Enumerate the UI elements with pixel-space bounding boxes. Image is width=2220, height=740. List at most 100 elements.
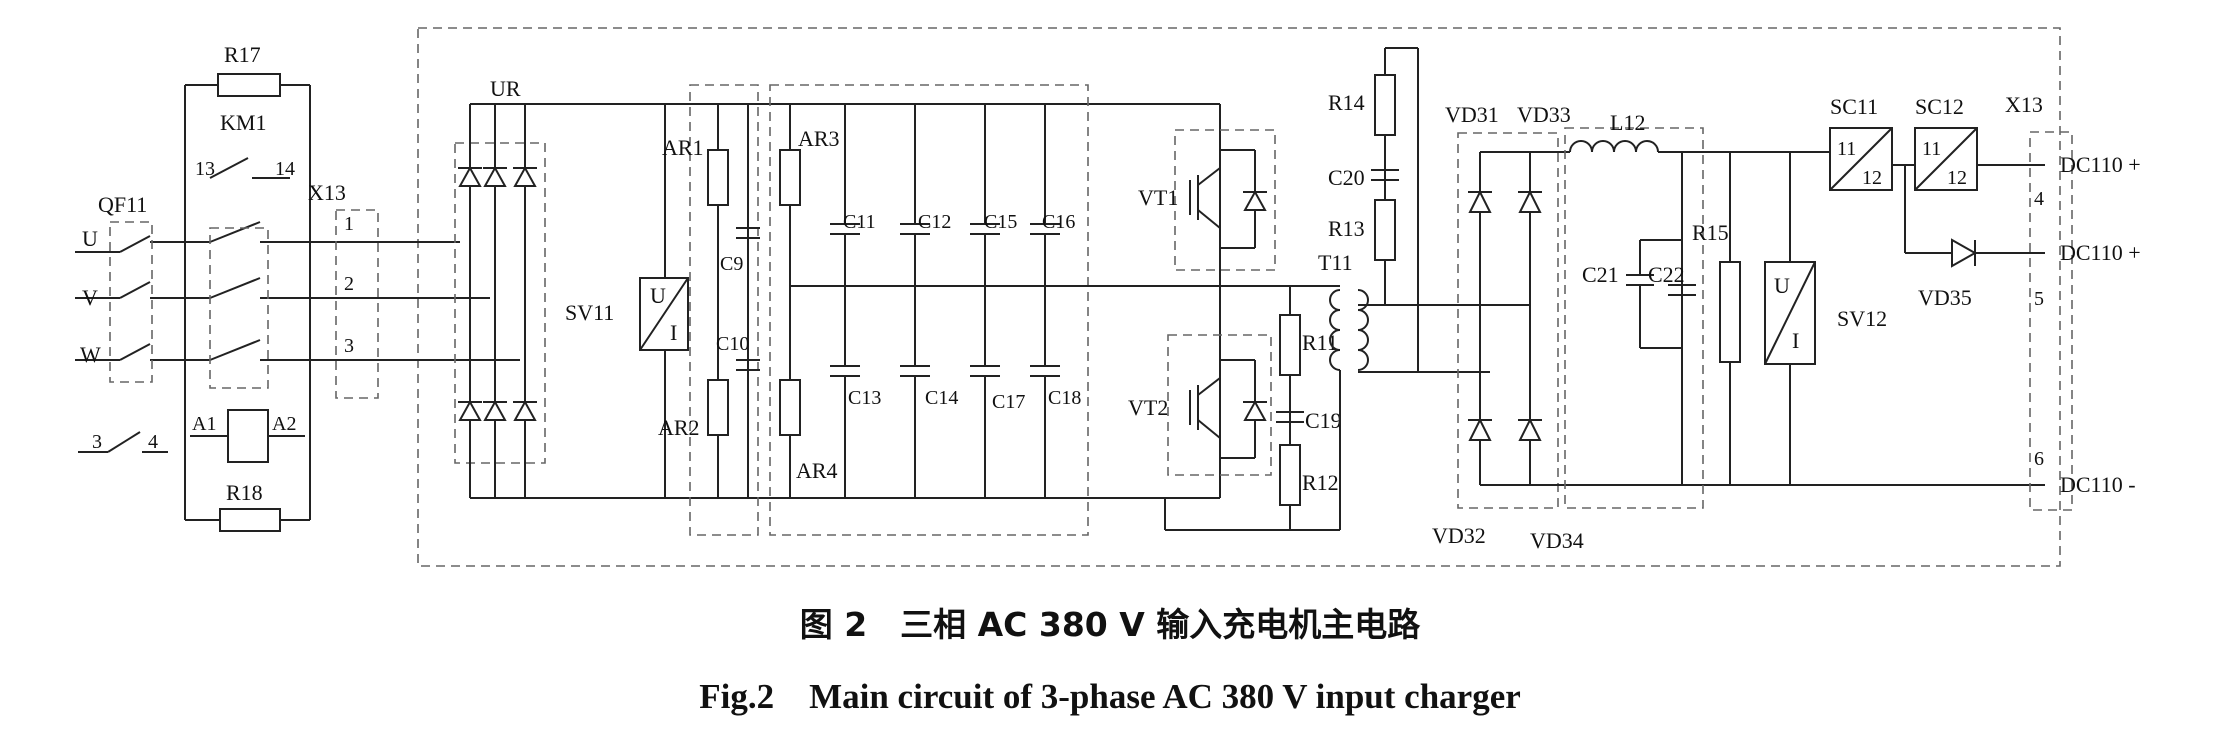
vt2-label: VT2 bbox=[1128, 395, 1168, 420]
output-rectifier: VD31 VD33 VD32 VD34 bbox=[1432, 102, 2045, 553]
r14-resistor bbox=[1374, 74, 1396, 136]
r11-resistor bbox=[1279, 314, 1301, 376]
contact-3-label: 3 bbox=[92, 431, 102, 453]
c11-label: C11 bbox=[843, 211, 876, 233]
c19-label: C19 bbox=[1305, 408, 1342, 433]
sv11-u-label: U bbox=[650, 283, 666, 308]
l12-inductor bbox=[1569, 140, 1659, 153]
t11-label: T11 bbox=[1318, 250, 1353, 275]
l12-label: L12 bbox=[1610, 110, 1645, 135]
r14-label: R14 bbox=[1328, 90, 1365, 115]
phase-v-label: V bbox=[82, 285, 98, 310]
vd32-label: VD32 bbox=[1432, 523, 1486, 548]
r18-resistor bbox=[219, 508, 281, 532]
sc12-11-label: 11 bbox=[1922, 138, 1941, 160]
coil-a2-label: A2 bbox=[272, 413, 296, 435]
sc11-11-label: 11 bbox=[1837, 138, 1856, 160]
input-section: QF11 U V W R17 KM1 13 14 A1 A2 3 4 bbox=[75, 42, 520, 532]
ur-diode-lower-1 bbox=[458, 399, 482, 421]
outer-enclosure bbox=[417, 27, 2061, 567]
coil-a1-label: A1 bbox=[192, 413, 216, 435]
ar2-resistor bbox=[707, 379, 729, 436]
x13-output-label: X13 bbox=[2005, 92, 2043, 117]
c20-label: C20 bbox=[1328, 165, 1365, 190]
dc110-plus-2-label: DC110 + bbox=[2060, 240, 2141, 265]
x13-input-label: X13 bbox=[308, 180, 346, 205]
vd33-diode bbox=[1518, 189, 1542, 213]
terminal-3-label: 3 bbox=[344, 335, 354, 357]
r12-resistor bbox=[1279, 444, 1301, 506]
vd35-label: VD35 bbox=[1918, 285, 1972, 310]
km1-aux-13-label: 13 bbox=[195, 158, 215, 180]
vd32-diode bbox=[1468, 417, 1492, 441]
capacitor-bank: AR3 AR4 C11 C12 C15 C bbox=[769, 84, 1220, 536]
terminal-2-label: 2 bbox=[344, 273, 354, 295]
ur-diode-upper-3 bbox=[513, 165, 537, 187]
sv11-i-label: I bbox=[670, 320, 677, 345]
ar4-label: AR4 bbox=[796, 458, 838, 483]
vt1-box bbox=[1174, 129, 1276, 271]
sc11-12-label: 12 bbox=[1862, 167, 1882, 189]
ar-c9-box bbox=[689, 84, 759, 536]
r12-label: R12 bbox=[1302, 470, 1339, 495]
sv11-label: SV11 bbox=[565, 300, 614, 325]
ur-box bbox=[454, 142, 546, 464]
cap-bank-box bbox=[769, 84, 1089, 536]
ar1-resistor bbox=[707, 149, 729, 206]
sv12-label: SV12 bbox=[1837, 306, 1887, 331]
c17-label: C17 bbox=[992, 391, 1025, 413]
phase-w-label: W bbox=[80, 342, 101, 367]
vd33-label: VD33 bbox=[1517, 102, 1571, 127]
phase-u-label: U bbox=[82, 226, 98, 251]
t11-secondary bbox=[1357, 289, 1369, 371]
sc11-label: SC11 bbox=[1830, 94, 1878, 119]
ar1-label: AR1 bbox=[662, 135, 704, 160]
sv12-i-label: I bbox=[1792, 328, 1799, 353]
transformer-section: R11 C19 R12 T11 R14 C20 R13 bbox=[1164, 47, 1490, 531]
x13-terminal-box bbox=[335, 209, 379, 399]
vt1-diode bbox=[1243, 189, 1267, 211]
figure-caption-cn: 图 2 三相 AC 380 V 输入充电机主电路 bbox=[799, 605, 1421, 644]
sc12-label: SC12 bbox=[1915, 94, 1964, 119]
terminal-1-label: 1 bbox=[344, 213, 354, 235]
vt2-diode bbox=[1243, 399, 1267, 421]
r17-label: R17 bbox=[224, 42, 261, 67]
r13-label: R13 bbox=[1328, 216, 1365, 241]
ar3-label: AR3 bbox=[798, 126, 840, 151]
c18-label: C18 bbox=[1048, 387, 1081, 409]
vd31-label: VD31 bbox=[1445, 102, 1499, 127]
r15-label: R15 bbox=[1692, 220, 1729, 245]
vd35-diode bbox=[1951, 238, 1978, 268]
ar2-label: AR2 bbox=[658, 415, 700, 440]
ur-diode-upper-2 bbox=[483, 165, 507, 187]
ur-diode-lower-3 bbox=[513, 399, 537, 421]
output-section: 11 12 SC11 11 12 SC12 VD35 X13 4 5 6 DC1… bbox=[1829, 92, 2141, 511]
filter-box bbox=[1564, 127, 1704, 509]
r13-resistor bbox=[1374, 199, 1396, 261]
r17-resistor bbox=[217, 73, 281, 97]
vd-bridge-box bbox=[1457, 132, 1559, 509]
km1-contacts-box bbox=[209, 227, 269, 389]
c16-label: C16 bbox=[1042, 211, 1075, 233]
balancing-section: AR1 AR2 C9 C10 bbox=[658, 84, 760, 536]
km1-coil bbox=[227, 409, 269, 463]
vd31-diode bbox=[1468, 189, 1492, 213]
terminal-5-label: 5 bbox=[2034, 288, 2044, 310]
vd34-label: VD34 bbox=[1530, 528, 1584, 553]
ur-diode-upper-1 bbox=[458, 165, 482, 187]
circuit-diagram: QF11 U V W R17 KM1 13 14 A1 A2 3 4 bbox=[75, 27, 2141, 567]
qf11-box bbox=[109, 221, 153, 383]
filter-section: L12 C21 C22 R15 U I SV12 bbox=[1564, 110, 1887, 509]
contact-4-label: 4 bbox=[148, 431, 158, 453]
r18-label: R18 bbox=[226, 480, 263, 505]
x13-output-box bbox=[2029, 131, 2073, 511]
km1-aux-14-label: 14 bbox=[275, 158, 295, 180]
c10-label: C10 bbox=[716, 333, 749, 355]
vt2-box bbox=[1167, 334, 1272, 476]
figure-caption-en: Fig.2 Main circuit of 3-phase AC 380 V i… bbox=[699, 677, 1521, 716]
km1-label: KM1 bbox=[220, 110, 266, 135]
dc110-plus-1-label: DC110 + bbox=[2060, 152, 2141, 177]
ar4-resistor bbox=[779, 379, 801, 436]
r15-resistor bbox=[1719, 261, 1741, 363]
c14-label: C14 bbox=[925, 387, 958, 409]
